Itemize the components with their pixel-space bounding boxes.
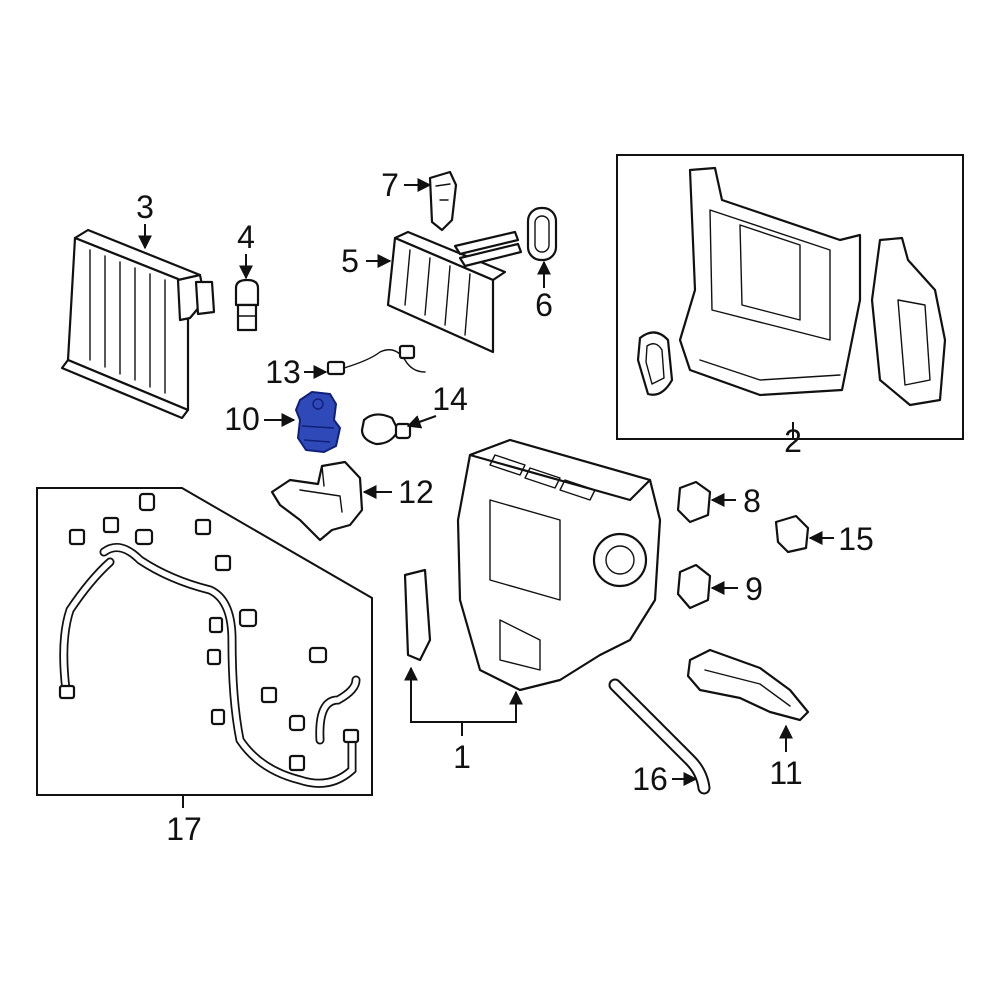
drain-hose[interactable] bbox=[608, 678, 711, 795]
heater-core[interactable] bbox=[386, 230, 523, 354]
callout-4: 4 bbox=[237, 219, 255, 255]
motor-clip-9[interactable] bbox=[676, 563, 712, 610]
evaporator-core[interactable] bbox=[60, 228, 216, 420]
sub-harness[interactable] bbox=[326, 344, 426, 376]
mode-door-actuator-highlighted[interactable] bbox=[295, 391, 341, 453]
actuator-motor[interactable] bbox=[360, 413, 412, 446]
callout-8: 8 bbox=[743, 483, 761, 519]
callout-3: 3 bbox=[136, 189, 154, 225]
heater-pipe-bracket[interactable] bbox=[428, 170, 458, 232]
callout-16: 16 bbox=[632, 761, 668, 797]
wire-harness[interactable] bbox=[58, 492, 361, 788]
heater-case-assembly[interactable] bbox=[636, 166, 947, 407]
case-assembly-box bbox=[616, 154, 964, 440]
heater-unit-case[interactable] bbox=[403, 438, 662, 692]
expansion-valve-sensor[interactable] bbox=[234, 278, 260, 332]
harness-box bbox=[36, 487, 373, 796]
callout-14: 14 bbox=[432, 381, 468, 417]
grommet-seal[interactable] bbox=[526, 206, 558, 262]
air-duct[interactable] bbox=[686, 648, 810, 722]
callout-12: 12 bbox=[398, 474, 434, 510]
callout-1: 1 bbox=[453, 739, 471, 775]
callout-13: 13 bbox=[265, 354, 301, 390]
callout-15: 15 bbox=[838, 521, 874, 557]
callout-5: 5 bbox=[341, 243, 359, 279]
motor-clip-8[interactable] bbox=[676, 480, 712, 524]
callout-9: 9 bbox=[745, 571, 763, 607]
callout-11: 11 bbox=[769, 755, 802, 791]
callout-17: 17 bbox=[166, 811, 202, 847]
leader-14 bbox=[406, 415, 437, 429]
blend-door-housing[interactable] bbox=[270, 460, 364, 542]
callout-7: 7 bbox=[381, 167, 399, 203]
callout-2: 2 bbox=[784, 423, 802, 459]
leader-1-right bbox=[410, 668, 523, 723]
callout-10: 10 bbox=[224, 401, 260, 437]
sensor-15[interactable] bbox=[774, 514, 810, 554]
callout-6: 6 bbox=[535, 287, 553, 323]
